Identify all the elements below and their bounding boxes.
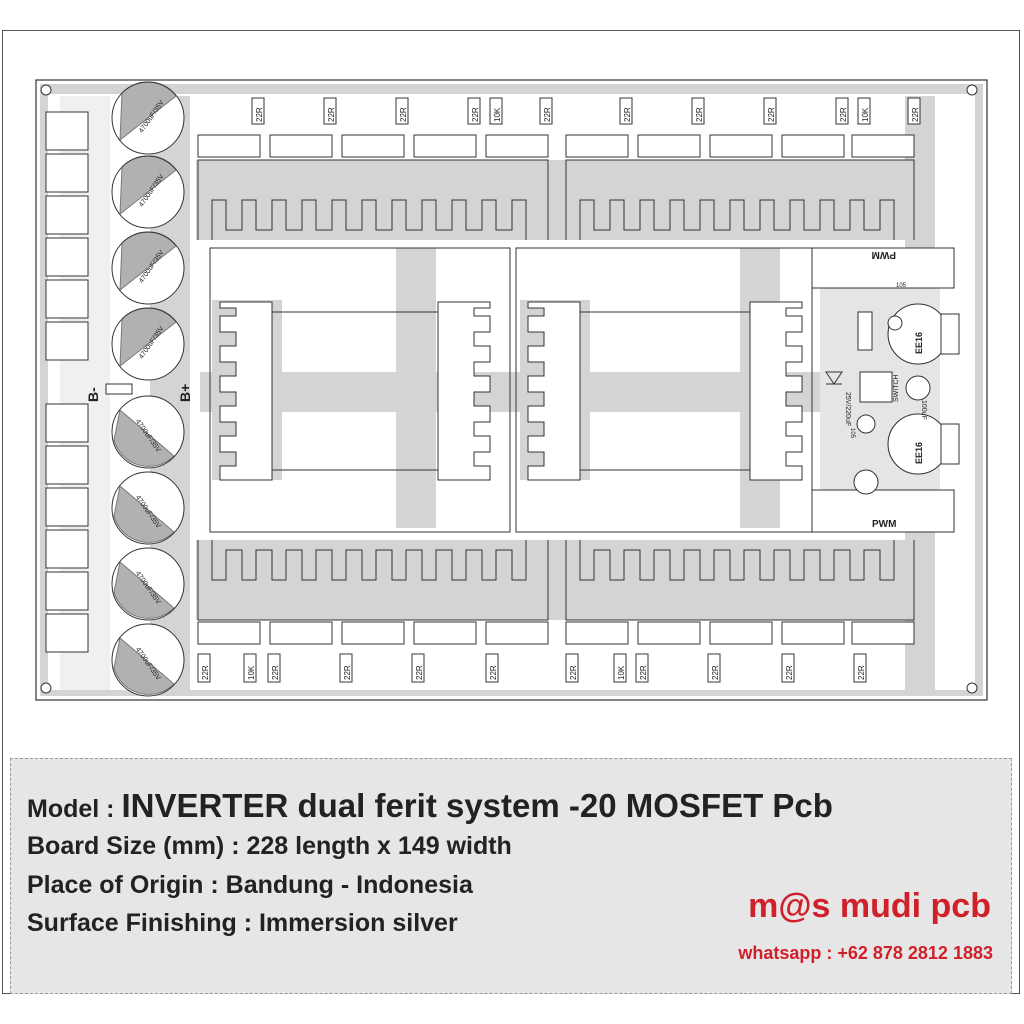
svg-text:22R: 22R (415, 665, 424, 680)
svg-text:100uF: 100uF (920, 400, 927, 420)
svg-text:10K: 10K (247, 665, 256, 680)
top-resistor-labels: 22R 22R 22R 22R 10K 22R 22R 22R 22R 22R … (255, 107, 920, 122)
svg-text:10K: 10K (617, 665, 626, 680)
bottom-heatsink (197, 540, 915, 621)
terminal-blocks (45, 111, 89, 653)
svg-text:22R: 22R (639, 665, 648, 680)
svg-text:22R: 22R (201, 665, 210, 680)
svg-text:22R: 22R (695, 107, 704, 122)
brand-contact: whatsapp : +62 878 2812 1883 (738, 943, 993, 963)
svg-text:22R: 22R (327, 107, 336, 122)
svg-text:22R: 22R (399, 107, 408, 122)
b-plus-label: B+ (177, 384, 193, 402)
svg-text:EE16: EE16 (914, 332, 924, 354)
brand-logo: m@s mudi pcb (748, 887, 991, 925)
svg-text:22R: 22R (839, 107, 848, 122)
svg-text:22R: 22R (767, 107, 776, 122)
svg-text:25V/220uF: 25V/220uF (844, 392, 851, 426)
svg-text:22R: 22R (255, 107, 264, 122)
surface-line: Surface Finishing : Immersion silver (27, 909, 458, 937)
svg-text:105: 105 (849, 428, 855, 439)
svg-text:22R: 22R (623, 107, 632, 122)
model-line: Model : INVERTER dual ferit system -20 M… (27, 787, 833, 824)
board-size-line: Board Size (mm) : 228 length x 149 width (27, 832, 512, 860)
transformers (209, 247, 813, 533)
svg-text:EE16: EE16 (914, 442, 924, 464)
pcb-layout: 4700uF/35V 4700uF/35V 4700uF/35V 4700uF/… (35, 79, 988, 701)
svg-text:22R: 22R (911, 107, 920, 122)
pwm-labels: PWM PWM EE16 EE16 SWITCH 100uF 25V/220uF… (844, 249, 927, 530)
svg-text:22R: 22R (711, 665, 720, 680)
diode-symbol (825, 371, 843, 385)
svg-text:SWITCH: SWITCH (893, 374, 900, 402)
info-panel: Model : INVERTER dual ferit system -20 M… (10, 758, 1012, 994)
bottom-resistors (197, 653, 867, 683)
svg-text:22R: 22R (569, 665, 578, 680)
svg-text:22R: 22R (489, 665, 498, 680)
svg-text:PWM: PWM (872, 519, 896, 530)
top-heatsink (197, 159, 915, 240)
svg-text:22R: 22R (271, 665, 280, 680)
top-resistors (251, 97, 921, 125)
svg-text:22R: 22R (343, 665, 352, 680)
bottom-mosfet-rows (197, 621, 915, 645)
pwm-section (811, 247, 960, 533)
model-value: INVERTER dual ferit system -20 MOSFET Pc… (121, 787, 833, 824)
svg-text:22R: 22R (857, 665, 866, 680)
svg-text:105: 105 (896, 283, 907, 289)
bottom-resistor-labels: 22R 10K 22R 22R 22R 22R 22R 10K 22R 22R … (201, 665, 866, 680)
svg-text:22R: 22R (471, 107, 480, 122)
svg-text:22R: 22R (785, 665, 794, 680)
svg-text:10K: 10K (493, 107, 502, 122)
electrolytic-capacitors (111, 81, 185, 697)
origin-line: Place of Origin : Bandung - Indonesia (27, 871, 473, 899)
top-mosfet-rows (197, 134, 915, 158)
svg-text:10K: 10K (861, 107, 870, 122)
svg-text:PWM: PWM (872, 249, 896, 260)
mounting-holes (40, 84, 978, 694)
b-minus-label: B- (85, 387, 101, 402)
svg-text:22R: 22R (543, 107, 552, 122)
